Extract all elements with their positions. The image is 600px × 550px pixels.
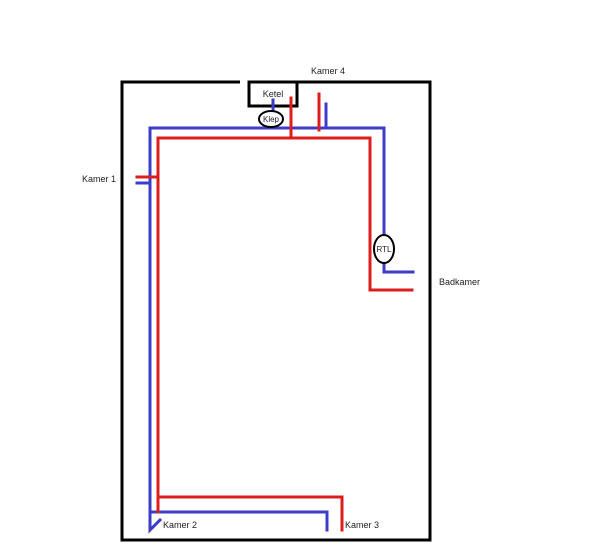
return-pipe-main — [148, 126, 415, 527]
kamer4-label: Kamer 4 — [311, 66, 345, 76]
supply-pipes — [135, 92, 414, 532]
kamer1-label: Kamer 1 — [82, 174, 116, 184]
ketel-label: Ketel — [263, 89, 284, 99]
supply-pipe-kamer3 — [156, 495, 344, 532]
house-wall-left-top — [120, 80, 432, 542]
rtl-label: RTL — [377, 245, 393, 254]
return-pipe-kamer3-branch — [148, 510, 329, 532]
house-outline — [120, 80, 432, 542]
kamer2-label: Kamer 2 — [163, 520, 197, 530]
klep-label: Klep — [263, 115, 280, 124]
klep-valve — [258, 110, 284, 128]
supply-pipe-main — [156, 136, 414, 514]
rtl-valve — [373, 234, 395, 264]
badkamer-label: Badkamer — [439, 277, 480, 287]
return-pipe-kamer2 — [148, 517, 163, 534]
kamer3-label: Kamer 3 — [345, 520, 379, 530]
return-pipes — [135, 98, 415, 534]
